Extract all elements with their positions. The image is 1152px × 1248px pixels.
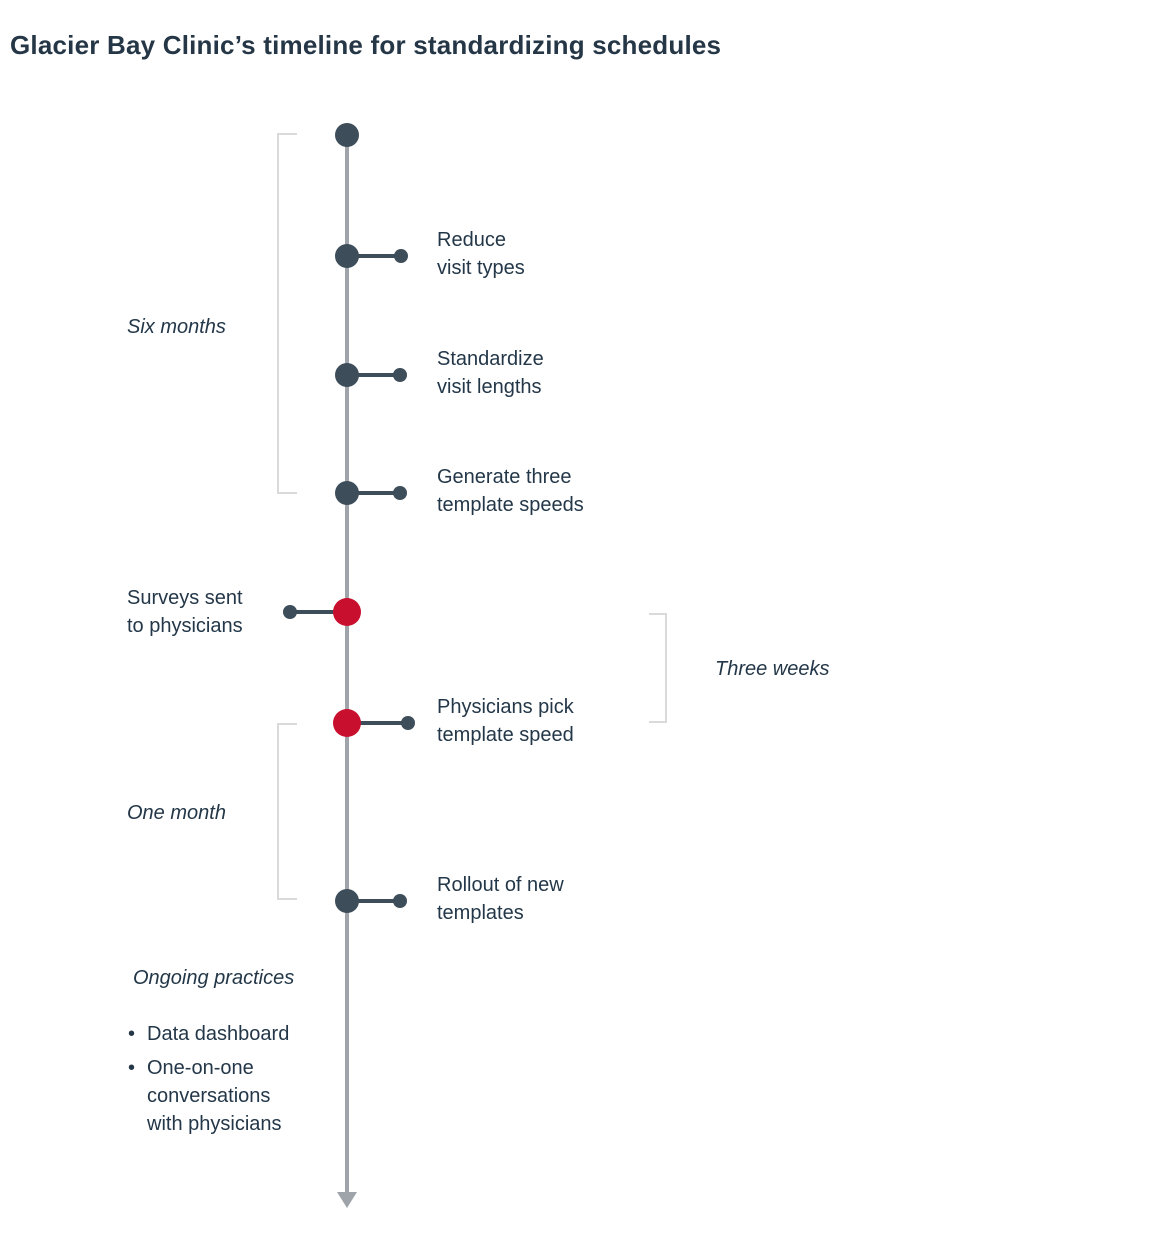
milestone-dot-start xyxy=(335,123,359,147)
milestone-dot-rollout-templates xyxy=(335,889,359,913)
milestone-label-physicians-pick: Physicians pick template speed xyxy=(437,696,574,746)
connector-surveys-sent xyxy=(290,610,347,614)
bracket-three-weeks xyxy=(649,613,667,723)
ongoing-practices-list: Data dashboard One-on-one conversations … xyxy=(128,1020,306,1144)
milestone-dot-generate-template-speeds xyxy=(335,481,359,505)
milestone-dot-reduce-visit-types xyxy=(335,244,359,268)
milestone-label-surveys-sent: Surveys sent to physicians xyxy=(127,587,243,637)
connector-physicians-pick xyxy=(347,721,408,725)
bracket-six-months xyxy=(277,133,297,494)
period-label-three-weeks: Three weeks xyxy=(715,658,830,680)
period-label-six-months: Six months xyxy=(127,316,226,338)
connector-reduce-visit-types xyxy=(347,254,401,258)
page-title: Glacier Bay Clinic’s timeline for standa… xyxy=(10,30,722,60)
milestone-label-standardize-visit-lengths: Standardize visit lengths xyxy=(437,348,544,398)
milestone-dot-standardize-visit-lengths xyxy=(335,363,359,387)
milestone-label-generate-template-speeds: Generate three template speeds xyxy=(437,466,584,516)
arrow-down-icon xyxy=(337,1192,357,1208)
connector-standardize-visit-lengths xyxy=(347,373,400,377)
milestone-dot-physicians-pick xyxy=(333,709,361,737)
period-label-one-month: One month xyxy=(127,802,226,824)
milestone-label-reduce-visit-types: Reduce visit types xyxy=(437,229,525,279)
bracket-one-month xyxy=(277,723,297,900)
ongoing-item-data-dashboard: Data dashboard xyxy=(128,1020,306,1048)
milestone-dot-surveys-sent xyxy=(333,598,361,626)
end-dot-reduce-visit-types xyxy=(394,249,408,263)
end-dot-standardize-visit-lengths xyxy=(393,368,407,382)
end-dot-surveys-sent xyxy=(283,605,297,619)
end-dot-rollout-templates xyxy=(393,894,407,908)
connector-rollout-templates xyxy=(347,899,400,903)
timeline-spine xyxy=(345,135,349,1193)
ongoing-item-one-on-one: One-on-one conversations with physicians xyxy=(128,1054,306,1138)
end-dot-physicians-pick xyxy=(401,716,415,730)
connector-generate-template-speeds xyxy=(347,491,400,495)
end-dot-generate-template-speeds xyxy=(393,486,407,500)
milestone-label-rollout-templates: Rollout of new templates xyxy=(437,874,564,924)
ongoing-practices-title: Ongoing practices xyxy=(133,967,295,989)
